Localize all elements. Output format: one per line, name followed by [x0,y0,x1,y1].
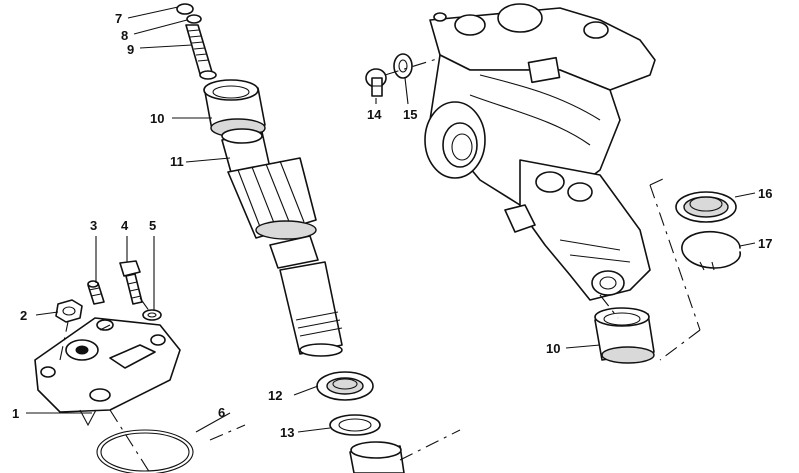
hex-bolt-4 [119,260,143,305]
callout-10-lower: 10 [546,341,560,356]
callout-9: 9 [127,42,134,57]
washer-8 [186,14,202,24]
needle-bearing-10-upper [203,79,266,138]
bleed-screw-14 [365,68,387,97]
callout-5: 5 [149,218,156,233]
callout-14: 14 [367,107,382,122]
callout-16: 16 [758,186,772,201]
ring-7 [176,3,194,15]
ring-16 [675,191,737,223]
callout-8: 8 [121,28,128,43]
adjusting-screw-3 [87,280,105,305]
sealing-washer-15 [393,53,413,79]
needle-bearing-10-lower [594,307,655,364]
callout-10-upper: 10 [150,111,164,126]
steering-gear-housing [424,3,656,301]
callout-2: 2 [20,308,27,323]
callout-17: 17 [758,236,772,251]
spring-washer-5 [142,309,162,321]
callout-6: 6 [218,405,225,420]
leader-lines [26,6,756,433]
ring-13 [329,414,381,436]
callout-labels: 7 8 9 10 11 14 15 16 17 10 3 4 5 2 1 6 1… [12,11,772,440]
callout-3: 3 [90,218,97,233]
callout-1: 1 [12,406,19,421]
hex-nut-2 [55,299,83,323]
oil-seal-12 [316,371,374,401]
circlip-17 [681,231,741,271]
threaded-stud-9 [185,24,217,80]
needle-bearing-lower-column [349,441,405,473]
callout-13: 13 [280,425,294,440]
pinion-shaft-11 [221,128,343,357]
housing-cover-1 [34,317,181,427]
callout-7: 7 [115,11,122,26]
o-ring-seal-6 [96,429,194,473]
callout-12: 12 [268,388,282,403]
callout-4: 4 [121,218,129,233]
callout-11: 11 [170,154,184,169]
callout-15: 15 [403,107,417,122]
